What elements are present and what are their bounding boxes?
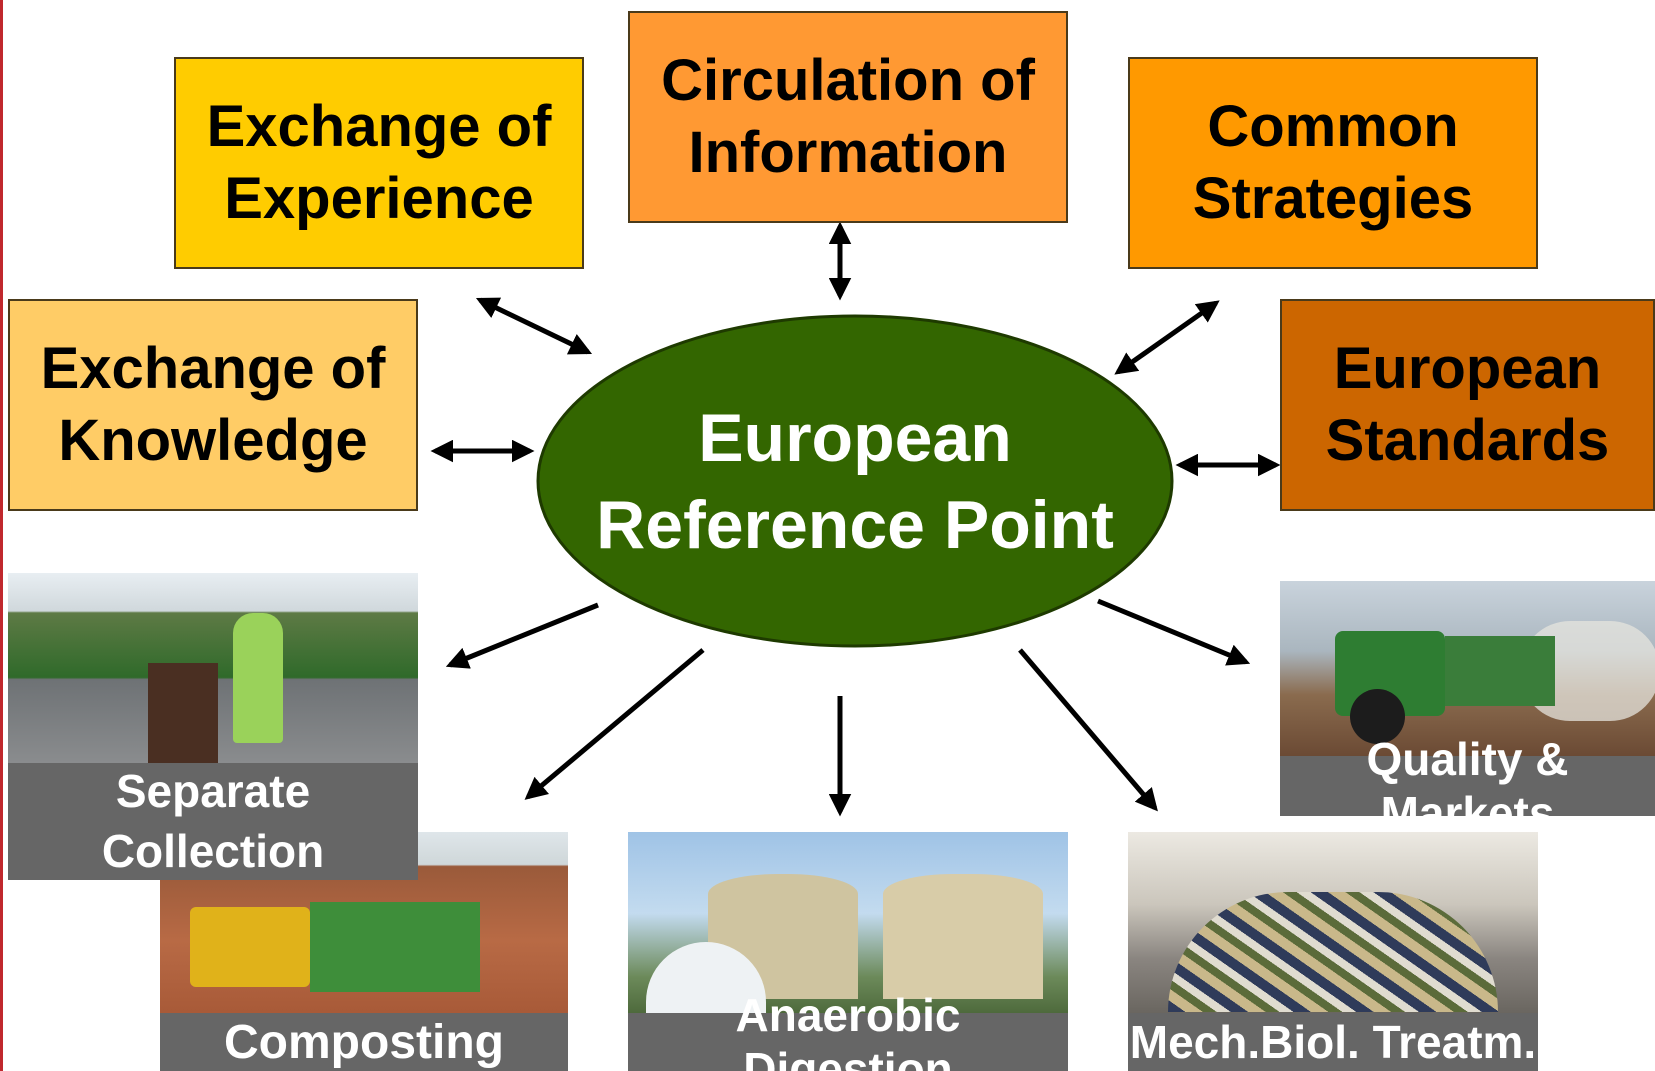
central-ellipse	[536, 314, 1174, 648]
box-exchange-of-knowledge: Exchange of Knowledge	[8, 299, 418, 511]
photo-separate-collection: Separate Collection	[8, 573, 418, 880]
caption-separate-collection-line1: Separate	[115, 764, 311, 817]
box-common-strategies-line1: Common	[1207, 94, 1459, 160]
box-circulation-of-information: Circulation of Information	[628, 11, 1068, 223]
caption-mbt: Mech.Biol. Treatm.	[1128, 1013, 1538, 1071]
left-accent-rule	[0, 0, 3, 1071]
tractor-wheel-shape	[1350, 689, 1405, 744]
box-circulation-of-information-line1: Circulation of	[661, 48, 1035, 114]
box-european-standards-line1: European	[1333, 336, 1602, 402]
central-node-line2: Reference Point	[596, 487, 1114, 564]
box-european-standards-line2: Standards	[1325, 408, 1610, 473]
photo-mbt: Mech.Biol. Treatm.	[1128, 832, 1538, 1071]
box-circulation-of-information-line2: Information	[688, 120, 1008, 185]
spreader-trailer-shape	[1445, 636, 1555, 706]
box-exchange-of-experience: Exchange of Experience	[174, 57, 584, 269]
mbt-image	[1128, 832, 1538, 1013]
central-node-line1: European	[698, 400, 1012, 476]
caption-quality-markets: Quality & Markets	[1280, 733, 1655, 816]
box-european-standards: European Standards	[1280, 299, 1655, 511]
digester-tank-shape	[883, 874, 1043, 999]
central-node-label: European Reference Point	[540, 395, 1170, 569]
arrow-separate-collection	[445, 602, 599, 669]
worker-shape	[233, 613, 283, 743]
arrow-mbt	[1018, 648, 1158, 812]
waste-bin-shape	[148, 663, 218, 763]
arrow-quality-markets	[1097, 598, 1251, 666]
arrow-composting	[524, 648, 705, 800]
arrow-exchange-experience	[475, 297, 593, 355]
arrow-common-strategies	[1114, 300, 1220, 375]
quality-markets-image	[1280, 581, 1655, 756]
waste-heap-shape	[1168, 892, 1498, 1012]
box-common-strategies-line2: Strategies	[1192, 166, 1474, 231]
anaerobic-digestion-image	[628, 832, 1068, 1052]
caption-anaerobic-digestion: Anaerobic Digestion	[628, 989, 1068, 1071]
box-exchange-of-knowledge-line2: Knowledge	[58, 408, 368, 473]
caption-composting: Composting	[160, 1013, 568, 1071]
separate-collection-image	[8, 573, 418, 763]
photo-anaerobic-digestion: Anaerobic Digestion	[628, 832, 1068, 1071]
box-common-strategies: Common Strategies	[1128, 57, 1538, 269]
caption-separate-collection: Separate Collection	[8, 763, 418, 880]
wheel-loader-shape	[190, 907, 310, 987]
box-exchange-of-experience-line2: Experience	[224, 166, 534, 231]
box-exchange-of-experience-line1: Exchange of	[206, 94, 552, 160]
screening-drum-shape	[310, 902, 480, 992]
caption-separate-collection-line2: Collection	[101, 824, 325, 877]
box-exchange-of-knowledge-line1: Exchange of	[40, 336, 386, 402]
photo-quality-markets: Quality & Markets	[1280, 581, 1655, 816]
